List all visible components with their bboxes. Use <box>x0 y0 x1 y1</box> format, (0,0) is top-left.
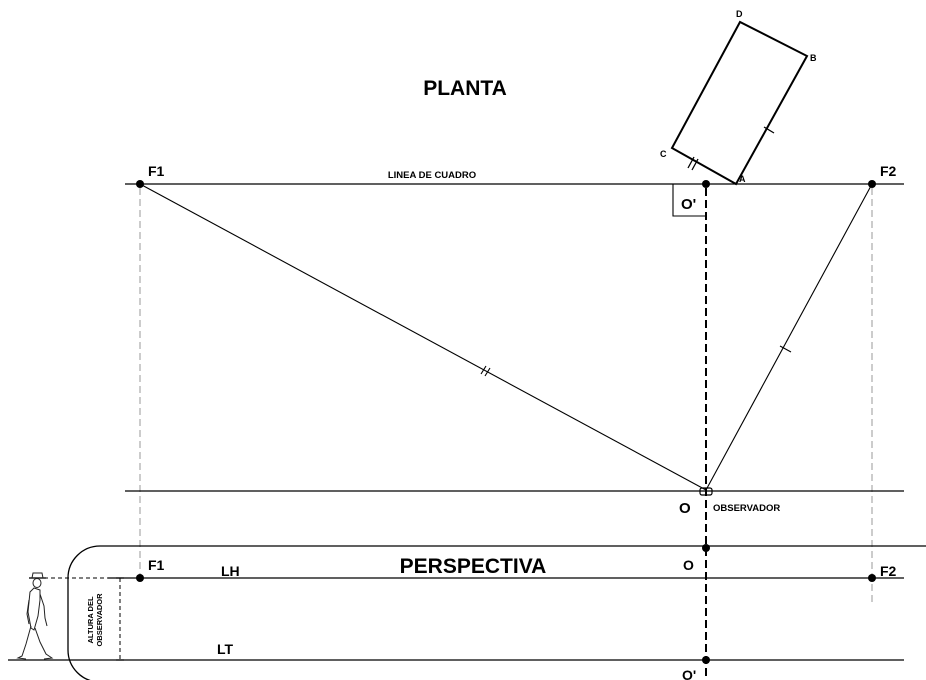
observer-label: OBSERVADOR <box>713 503 780 514</box>
station-point-label: O <box>679 500 691 517</box>
perspective-title: PERSPECTIVA <box>400 555 547 578</box>
observer-figure-icon <box>16 572 54 660</box>
observer-height-line1: ALTURA DEL <box>86 596 95 643</box>
center-point-top <box>702 544 710 552</box>
picture-line-label: LINEA DE CUADRO <box>388 170 476 181</box>
corner-c: C <box>660 149 667 159</box>
center-point-bottom <box>702 656 710 664</box>
vanishing-point-left <box>136 574 144 582</box>
f1-plan-label: F1 <box>148 163 165 179</box>
horizon-label: LH <box>221 563 240 579</box>
ground-label: LT <box>217 641 234 657</box>
observer-height-line2: OBSERVADOR <box>95 593 104 647</box>
tick-of1-1 <box>480 365 487 375</box>
corner-a: A <box>739 174 746 184</box>
center-top-label: O <box>683 557 694 573</box>
ray-o-f1 <box>139 183 707 491</box>
f2-plan-label: F2 <box>880 163 897 179</box>
f1-perspective-label: F1 <box>148 557 165 573</box>
tick-ac-2 <box>691 158 699 171</box>
tick-ac-1 <box>687 156 695 169</box>
vanishing-point-right <box>868 574 876 582</box>
observer-height-label: ALTURA DEL OBSERVADOR <box>86 593 104 647</box>
center-bottom-label: O' <box>682 667 696 680</box>
projection-point-label: O' <box>681 196 696 213</box>
tick-ab <box>763 126 775 134</box>
right-angle-mark <box>672 184 706 217</box>
tick-of1-2 <box>484 367 491 377</box>
projection-point-plan <box>702 180 710 188</box>
plan-rectangle <box>670 20 809 186</box>
tick-of2 <box>779 345 792 353</box>
corner-d: D <box>736 9 743 19</box>
observer-marker <box>699 487 713 496</box>
corner-b: B <box>810 53 817 63</box>
ray-o-f2 <box>705 183 873 491</box>
plan-title: PLANTA <box>423 77 507 100</box>
f2-perspective-label: F2 <box>880 563 897 579</box>
